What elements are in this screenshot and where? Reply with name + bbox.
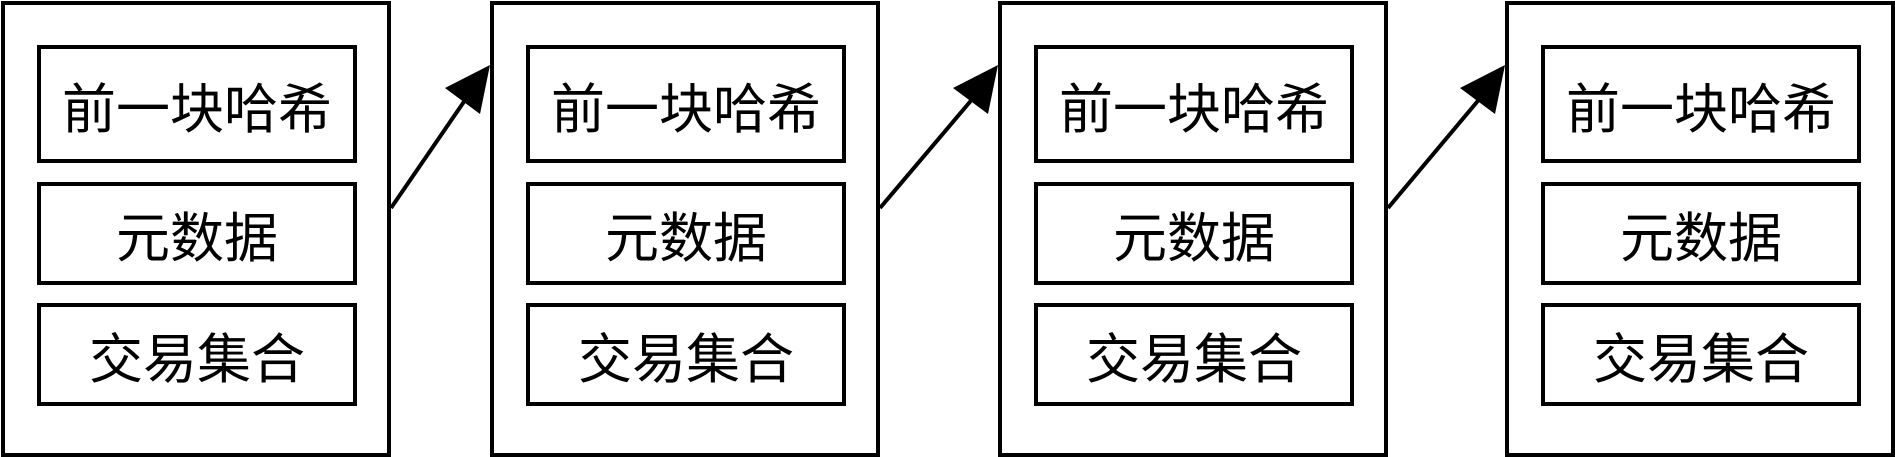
prev-hash-field: 前一块哈希 [37, 45, 357, 163]
block-3: 前一块哈希 元数据 交易集合 [998, 1, 1388, 457]
block-2: 前一块哈希 元数据 交易集合 [490, 1, 880, 457]
transactions-field: 交易集合 [1034, 303, 1354, 406]
prev-hash-field: 前一块哈希 [526, 45, 846, 163]
metadata-field: 元数据 [1541, 182, 1861, 285]
transactions-field: 交易集合 [37, 303, 357, 406]
prev-hash-field: 前一块哈希 [1541, 45, 1861, 163]
arrow-1-to-2 [389, 65, 490, 210]
arrow-2-to-3 [878, 65, 998, 210]
metadata-field: 元数据 [1034, 182, 1354, 285]
block-4: 前一块哈希 元数据 交易集合 [1505, 1, 1895, 457]
arrow-3-to-4 [1386, 65, 1505, 210]
metadata-field: 元数据 [37, 182, 357, 285]
prev-hash-field: 前一块哈希 [1034, 45, 1354, 163]
transactions-field: 交易集合 [1541, 303, 1861, 406]
block-1: 前一块哈希 元数据 交易集合 [1, 1, 391, 457]
metadata-field: 元数据 [526, 182, 846, 285]
transactions-field: 交易集合 [526, 303, 846, 406]
